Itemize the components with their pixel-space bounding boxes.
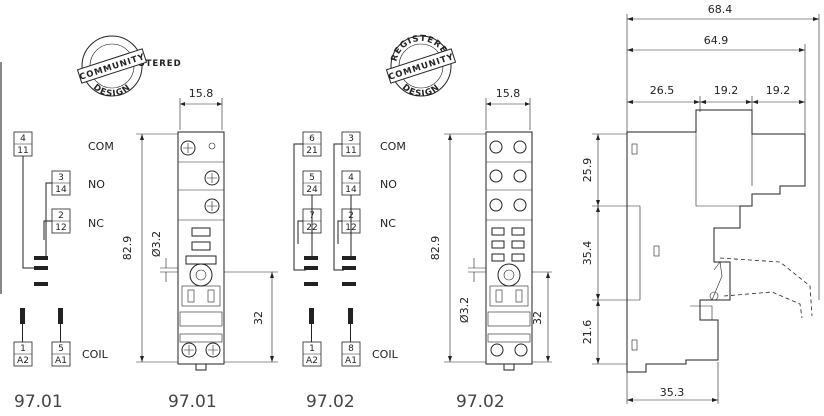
pin-com-left-top: 6 [309,134,315,144]
pin-com-bottom: 11 [17,146,28,156]
pin-no-right-bottom: 14 [345,185,357,195]
caption-socket-97-01: 97.01 [168,392,217,412]
label-no: NO [380,178,397,191]
dim-clip-height: 32 [531,311,544,325]
pin-coil-right-top: 5 [58,344,64,354]
dim-segment-2: 19.2 [714,84,739,97]
socket-side-view: 68.4 64.9 26.5 19.2 19.2 25.9 35.4 21.6 [581,3,820,404]
pin-no-left-bottom: 24 [306,185,318,195]
registered-design-stamp-1: REGISTERED COMMUNITY DESIGN [76,35,182,100]
pin-com-left-bottom: 21 [306,146,317,156]
dim-height-top: 25.9 [581,158,594,183]
pin-no-right-top: 4 [348,173,354,183]
schematic-97-01: 4 11 COM 3 14 NO 2 12 NC 1 A2 5 A1 [13,131,114,412]
registered-design-stamp-2: REGISTERED COMMUNITY DESIGN [385,34,457,100]
dim-width-2: 64.9 [704,34,729,47]
pin-coil-left-bottom: A2 [306,356,318,366]
pin-com-right-bottom: 11 [345,146,356,156]
pin-no-top: 3 [58,173,64,183]
pin-com-right-top: 3 [348,134,354,144]
label-com: COM [88,140,114,153]
dim-base-width: 35.3 [660,386,685,399]
label-no: NO [88,178,105,191]
pin-coil-left-top: 1 [309,344,315,354]
dim-width: 15.8 [189,87,214,100]
dim-width: 15.8 [496,87,521,100]
pin-coil-right-bottom: A1 [55,356,67,366]
socket-front-97-02: 15.8 82.9 Ø3.2 [429,87,552,412]
dim-height: 82.9 [429,236,442,261]
pin-coil-left-bottom: A2 [17,356,29,366]
caption-socket-97-02: 97.02 [456,392,505,412]
caption-schematic-97-02: 97.02 [306,392,355,412]
pin-com-top: 4 [20,134,26,144]
stamp-top-text: REGISTERED [112,59,182,69]
dim-segment-1: 26.5 [650,84,675,97]
pin-nc-top: 2 [58,211,64,221]
label-com: COM [380,140,406,153]
label-coil: COIL [372,348,399,361]
stamp-bottom-text: DESIGN [91,83,133,100]
label-nc: NC [88,217,104,230]
dim-segment-3: 19.2 [766,84,791,97]
dim-height-middle: 35.4 [581,241,594,266]
pin-no-bottom: 14 [55,185,67,195]
label-coil: COIL [82,348,109,361]
dim-total-width: 68.4 [708,3,733,16]
socket-front-97-01: 15.8 82.9 Ø3.2 [121,87,278,412]
stamp-bottom-text: DESIGN [400,83,442,100]
dim-height: 82.9 [121,236,134,261]
dim-clip-height: 32 [252,311,265,325]
dim-height-bottom: 21.6 [581,320,594,345]
pin-no-left-top: 5 [309,173,315,183]
pin-nc-bottom: 12 [55,223,66,233]
schematic-97-02: 6 21 3 11 COM 5 24 4 14 NO 7 22 2 12 NC [293,131,406,412]
pin-coil-right-bottom: A1 [345,356,357,366]
pin-coil-left-top: 1 [20,344,26,354]
page-edge-bar [0,62,2,294]
dim-hole-diameter: Ø3.2 [150,231,163,257]
dim-hole-diameter: Ø3.2 [458,297,471,323]
label-nc: NC [380,217,396,230]
pin-coil-right-top: 8 [348,344,354,354]
caption-schematic-97-01: 97.01 [14,392,63,412]
